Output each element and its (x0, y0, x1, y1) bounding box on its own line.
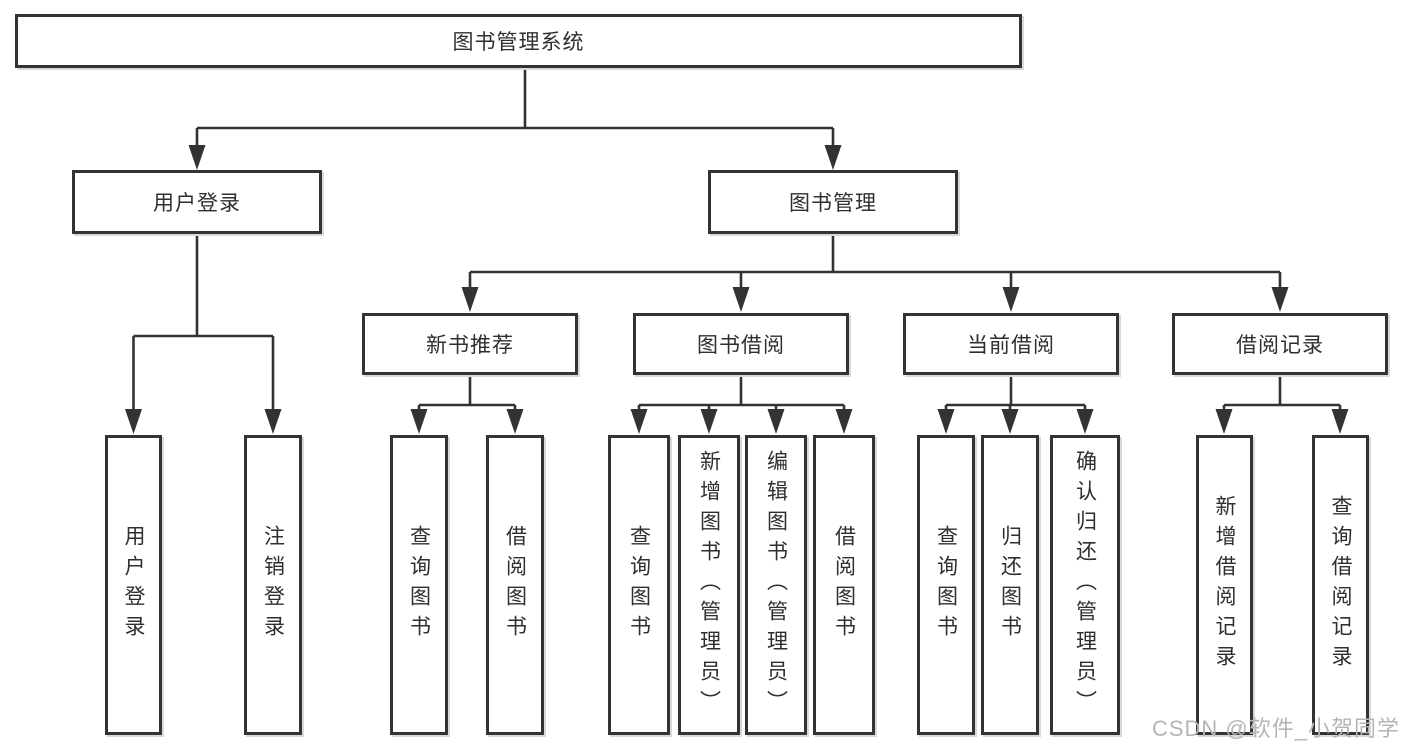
watermark-text: CSDN @软件_小贺同学 (1151, 716, 1400, 741)
leaf-query-books-borrowing: 查询图书 (608, 435, 670, 735)
leaf-return-books: 归还图书 (981, 435, 1039, 735)
leaf-query-books-borrowing-label: 查询图书 (627, 525, 651, 645)
node-user-login: 用户登录 (72, 170, 322, 234)
leaf-edit-book-admin-label: 编辑图书（管理员） (764, 450, 788, 720)
node-book-management: 图书管理 (708, 170, 958, 234)
leaf-user-login-label: 用户登录 (122, 525, 145, 645)
node-current-borrowing-label: 当前借阅 (967, 334, 1055, 357)
node-borrowing-records-label: 借阅记录 (1236, 334, 1324, 357)
leaf-user-login: 用户登录 (105, 435, 162, 735)
node-root-system-label: 图书管理系统 (452, 31, 585, 54)
node-book-borrowing-label: 图书借阅 (697, 334, 785, 357)
leaf-add-book-admin-label: 新增图书（管理员） (697, 450, 721, 720)
leaf-add-book-admin: 新增图书（管理员） (678, 435, 740, 735)
leaf-borrow-books-recommend-label: 借阅图书 (503, 525, 527, 645)
leaf-borrow-books-label: 借阅图书 (832, 525, 856, 645)
node-current-borrowing: 当前借阅 (903, 313, 1119, 375)
leaf-confirm-return-admin-label: 确认归还（管理员） (1073, 450, 1097, 720)
node-borrowing-records: 借阅记录 (1172, 313, 1388, 375)
node-book-borrowing: 图书借阅 (633, 313, 849, 375)
node-user-login-label: 用户登录 (153, 192, 241, 215)
leaf-query-books-current: 查询图书 (917, 435, 975, 735)
node-new-book-recommendation: 新书推荐 (362, 313, 578, 375)
node-book-management-label: 图书管理 (789, 192, 877, 215)
leaf-logout: 注销登录 (244, 435, 302, 735)
leaf-add-borrow-record: 新增借阅记录 (1196, 435, 1253, 735)
leaf-query-borrow-record-label: 查询借阅记录 (1329, 495, 1352, 675)
leaf-query-books-recommend: 查询图书 (390, 435, 448, 735)
leaf-edit-book-admin: 编辑图书（管理员） (745, 435, 807, 735)
node-new-book-recommendation-label: 新书推荐 (426, 334, 514, 357)
leaf-borrow-books: 借阅图书 (813, 435, 875, 735)
leaf-add-borrow-record-label: 新增借阅记录 (1213, 495, 1236, 675)
leaf-query-borrow-record: 查询借阅记录 (1312, 435, 1369, 735)
leaf-confirm-return-admin: 确认归还（管理员） (1050, 435, 1120, 735)
leaf-query-books-current-label: 查询图书 (934, 525, 958, 645)
node-root-system: 图书管理系统 (15, 14, 1022, 68)
leaf-logout-label: 注销登录 (261, 525, 285, 645)
leaf-return-books-label: 归还图书 (998, 525, 1022, 645)
leaf-query-books-recommend-label: 查询图书 (407, 525, 431, 645)
leaf-borrow-books-recommend: 借阅图书 (486, 435, 544, 735)
